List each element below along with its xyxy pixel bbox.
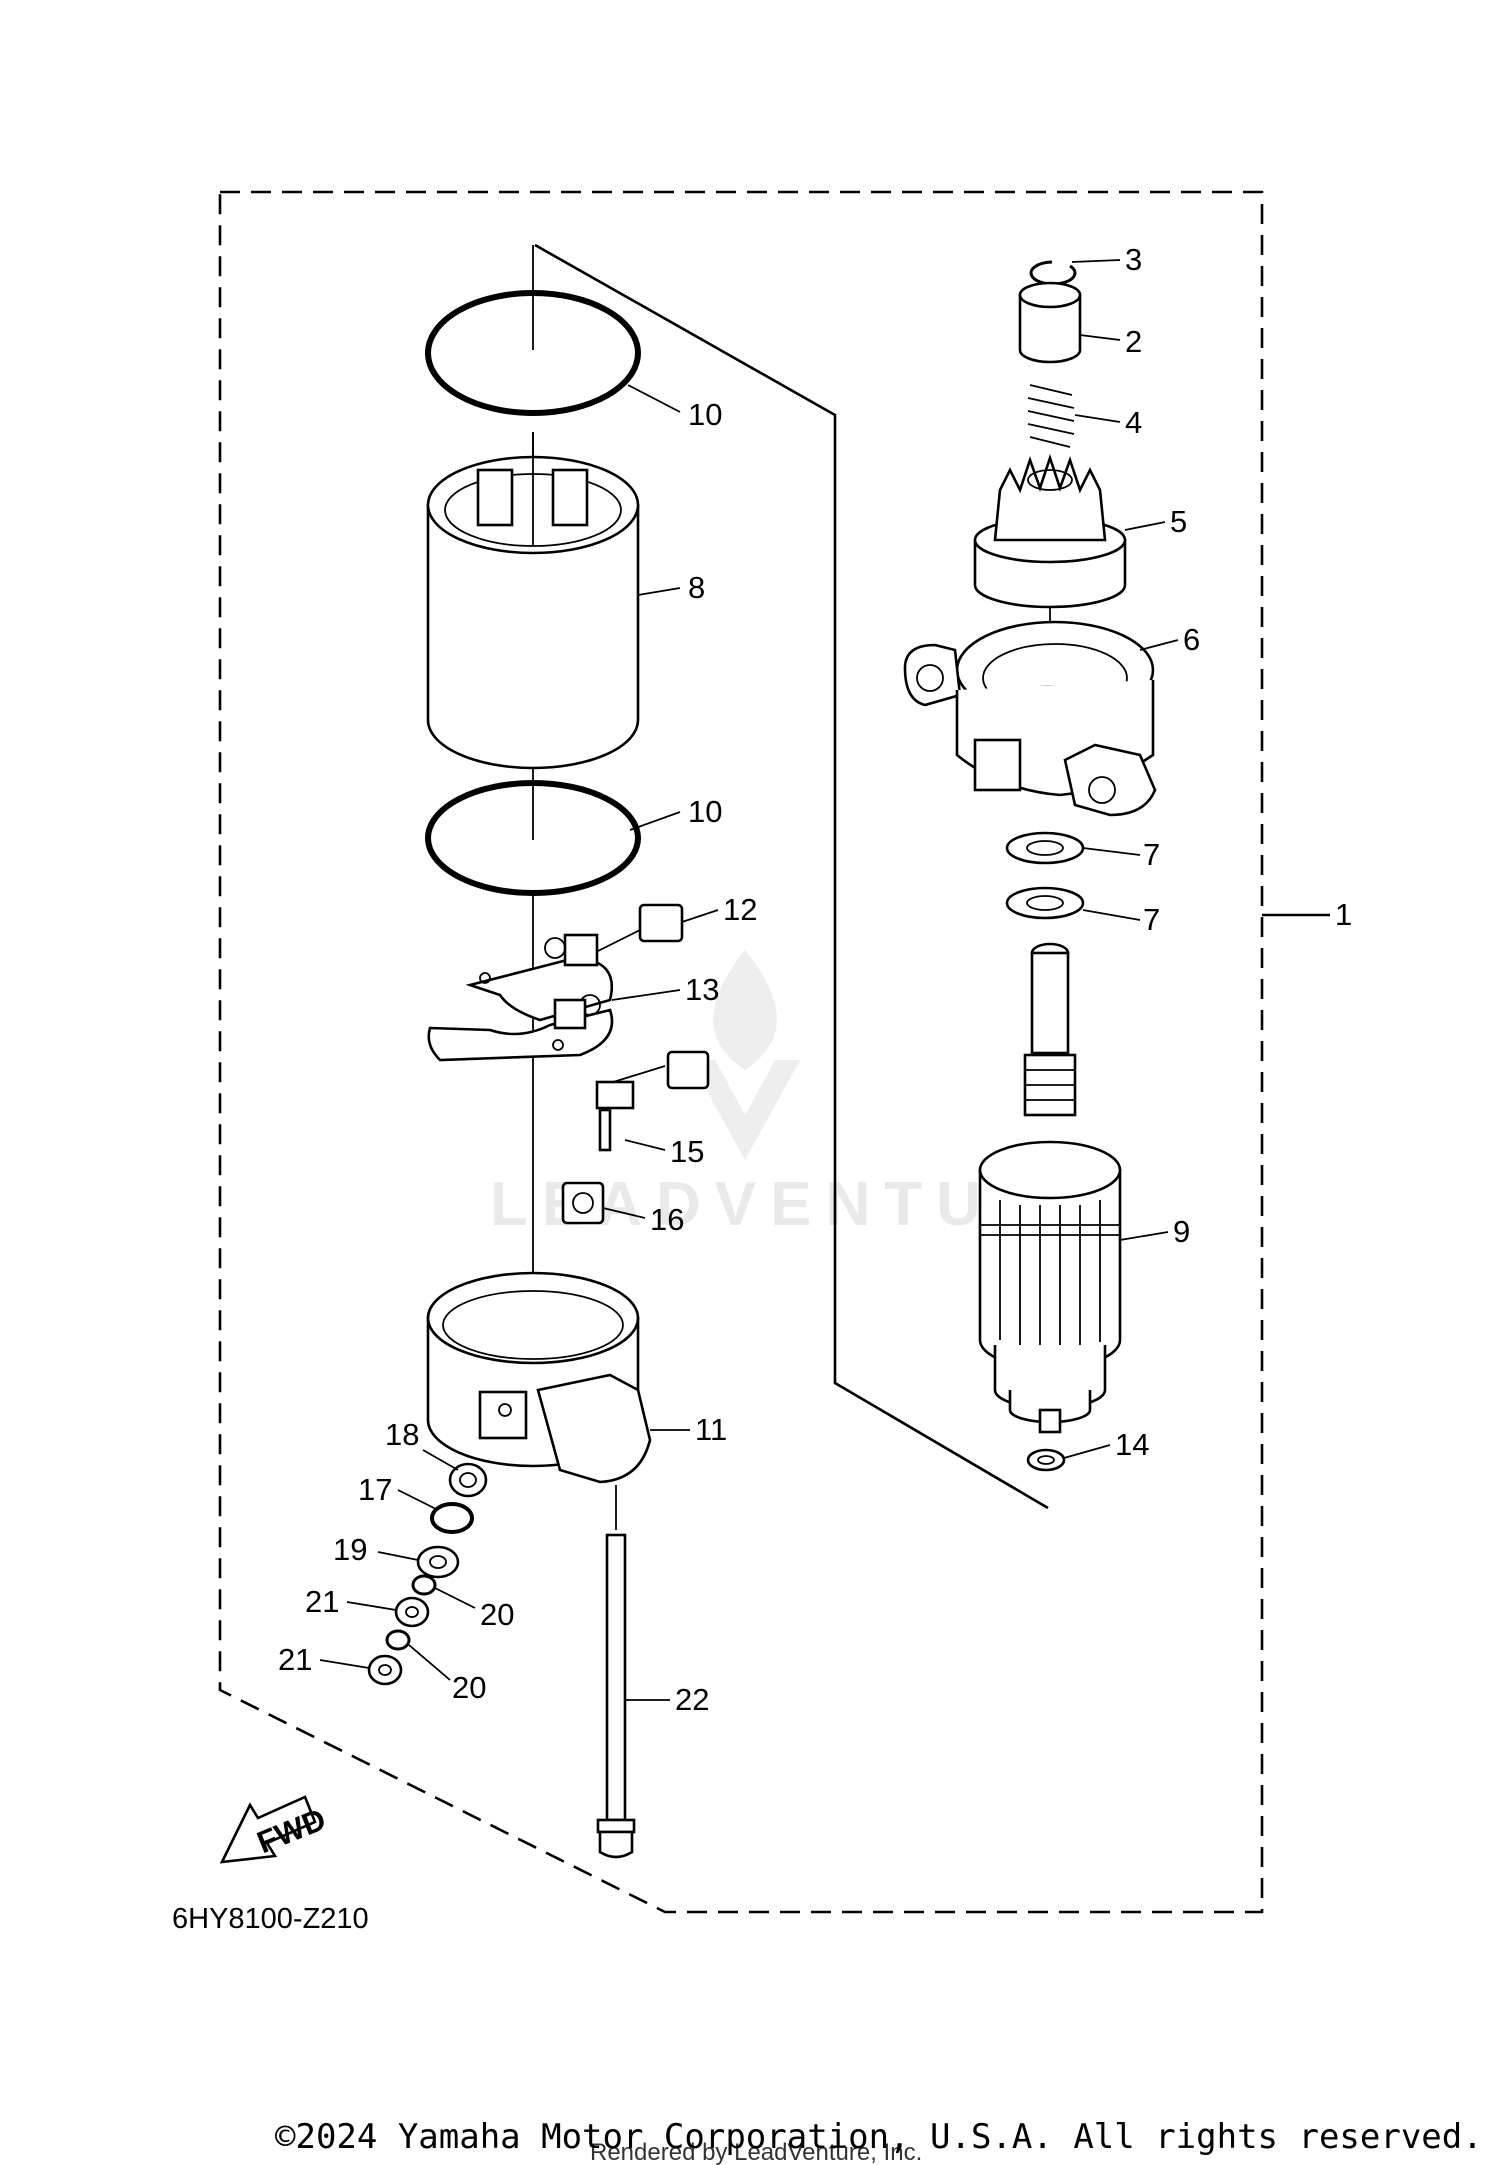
brush-holder-plate — [427, 933, 614, 1062]
callout-2: 2 — [1125, 324, 1142, 359]
callout-21-top: 21 — [305, 1584, 339, 1619]
rendered-by-notice: Rendered by LeadVenture, Inc. — [590, 2139, 922, 2165]
armature — [978, 942, 1122, 1434]
callout-11: 11 — [695, 1412, 727, 1447]
callout-leaders — [319, 259, 1179, 1701]
armature-group-bracket — [534, 243, 1049, 1510]
small-o-ring — [430, 1502, 474, 1534]
fwd-arrow-icon: FWD — [219, 1795, 331, 1864]
nut-bottom — [367, 1654, 403, 1686]
washer — [416, 1545, 460, 1579]
callout-10-top: 10 — [688, 397, 722, 432]
callout-15: 15 — [670, 1134, 704, 1169]
copyright-notice: ©2024 Yamaha Motor Corporation, U.S.A. A… — [275, 2117, 1483, 2157]
assembly-boundary-dashed — [218, 190, 1264, 1914]
front-bracket-housing — [903, 620, 1157, 817]
callout-18: 18 — [385, 1417, 419, 1452]
callout-14: 14 — [1115, 1427, 1149, 1462]
callout-20-top: 20 — [480, 1597, 514, 1632]
callout-12: 12 — [723, 892, 757, 927]
callout-16: 16 — [650, 1202, 684, 1237]
lock-washer-bottom — [385, 1629, 411, 1651]
nut-top — [394, 1596, 430, 1628]
o-ring-top — [425, 290, 641, 416]
thrust-washer-bottom — [1005, 886, 1085, 920]
lock-washer-top — [411, 1574, 437, 1596]
callout-20-bottom: 20 — [452, 1670, 486, 1705]
callout-7-bottom: 7 — [1143, 902, 1160, 937]
through-bolt — [596, 1485, 636, 1859]
callout-8: 8 — [688, 570, 705, 605]
circlip — [1029, 260, 1077, 286]
callout-5: 5 — [1170, 504, 1187, 539]
callout-22: 22 — [675, 1682, 709, 1717]
end-cover — [426, 1271, 652, 1484]
brush-nut — [561, 1181, 605, 1225]
callout-7-top: 7 — [1143, 837, 1160, 872]
yoke-housing — [426, 432, 640, 770]
grommet — [448, 1462, 488, 1498]
pinion-collar — [1018, 281, 1082, 364]
pinion-gear — [973, 453, 1127, 609]
drawing-code: 6HY8100-Z210 — [172, 1903, 369, 1935]
callout-13: 13 — [685, 972, 719, 1007]
callout-10-bottom: 10 — [688, 794, 722, 829]
o-ring-bottom — [425, 780, 641, 896]
callout-9: 9 — [1173, 1214, 1190, 1249]
callout-19: 19 — [333, 1532, 367, 1567]
pinion-spring — [1027, 384, 1075, 448]
callout-1: 1 — [1335, 897, 1352, 932]
callout-6: 6 — [1183, 622, 1200, 657]
brush-top — [589, 903, 684, 956]
brush-with-lead — [595, 1050, 710, 1152]
callout-21-bottom: 21 — [278, 1642, 312, 1677]
armature-washer — [1026, 1448, 1066, 1472]
callout-17: 17 — [358, 1472, 392, 1507]
callout-4: 4 — [1125, 405, 1142, 440]
thrust-washer-top — [1005, 831, 1085, 865]
callout-3: 3 — [1125, 242, 1142, 277]
